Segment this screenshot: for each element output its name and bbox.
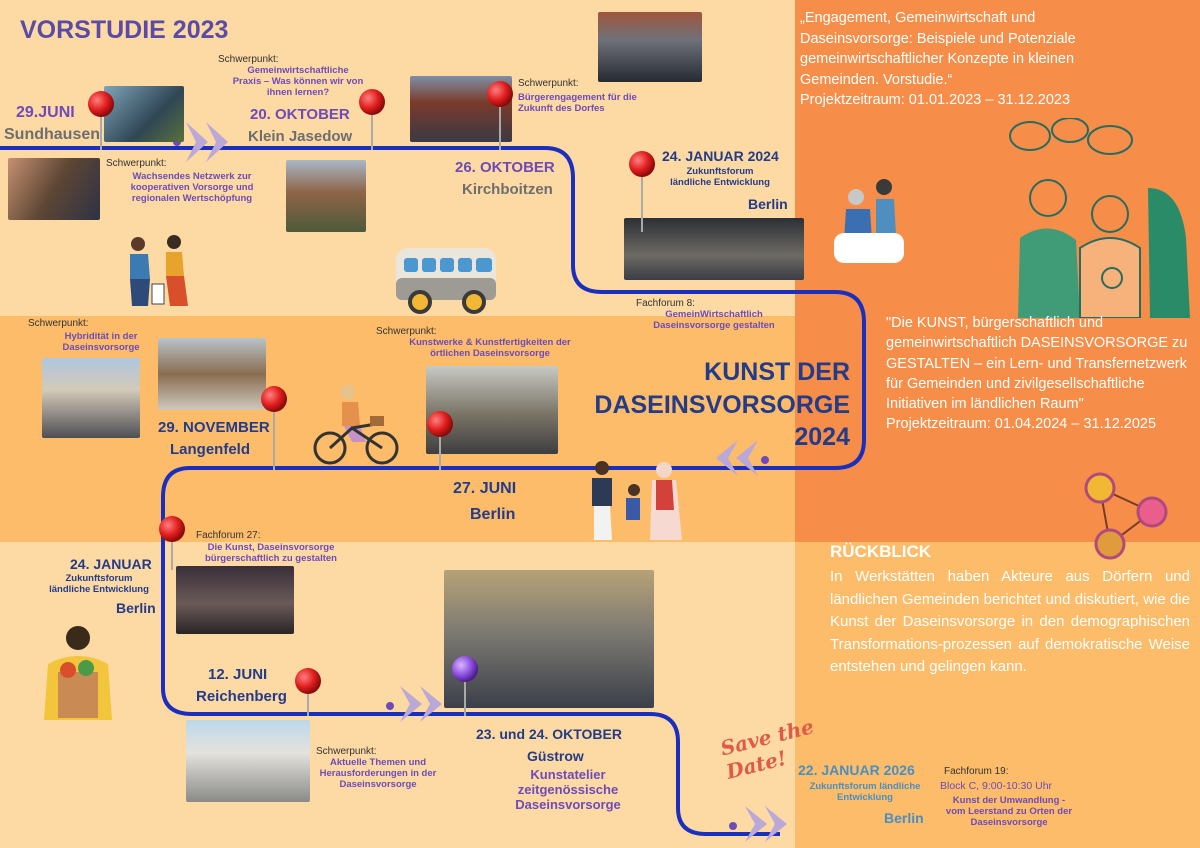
bg-bottom — [0, 542, 795, 848]
event-place: Sundhausen — [4, 126, 101, 143]
cleanup-people-icon — [130, 235, 188, 306]
event-date: 12. JUNI — [208, 666, 268, 683]
vegetable-person-icon — [44, 626, 112, 720]
event-date: 20. OKTOBER — [250, 106, 350, 123]
event-date: 24. JANUAR 2024 — [662, 148, 779, 164]
event-date: 23. und 24. OKTOBER — [476, 726, 622, 742]
event-place: Berlin — [884, 810, 924, 826]
schwerpunkt-topic: Hybridität in der Daseinsvorsorge — [62, 331, 140, 353]
photo-sundhausen-people — [8, 158, 100, 220]
photo-sundhausen — [104, 86, 184, 142]
schwerpunkt-label: Schwerpunkt: — [518, 78, 579, 89]
rueckblick-text: In Werkstätten haben Akteure aus Dörfern… — [830, 568, 1190, 675]
vorstudie-quote: „Engagement, Gemeinwirtschaft und Dasein… — [800, 10, 1076, 109]
caregiver-icon — [834, 179, 904, 263]
photo-langenfeld-house — [158, 338, 266, 410]
event-date: 22. JANUAR 2026 — [798, 762, 915, 778]
rueckblick-title: RÜCKBLICK — [830, 542, 932, 561]
event-topic: Kunstatelier zeitgenössische Daseinsvors… — [515, 767, 621, 812]
event-date: 24. JANUAR — [70, 556, 152, 572]
schwerpunkt-label: Schwerpunkt: — [106, 158, 167, 169]
schwerpunkt-topic: Wachsendes Netzwerk zur kooperativen Vor… — [130, 171, 254, 204]
schwerpunkt-label: Schwerpunkt: — [218, 54, 279, 65]
forum-label: Fachforum 27: — [196, 530, 261, 541]
bus-icon — [396, 248, 496, 314]
event-place: Berlin — [470, 506, 516, 523]
forum-time: Block C, 9:00-10:30 Uhr — [940, 780, 1053, 792]
forum-topic: Kunst der Umwandlung - vom Leerstand zu … — [945, 795, 1073, 828]
people-network-icon — [1084, 472, 1168, 560]
schwerpunkt-label: Schwerpunkt: — [28, 318, 89, 329]
photo-sparkasse — [598, 12, 702, 82]
schwerpunkt-label: Schwerpunkt: — [316, 746, 377, 757]
schwerpunkt-topic: Bürgerengagement für die Zukunft des Dor… — [518, 92, 637, 114]
event-place: Langenfeld — [170, 441, 251, 458]
bg-right-bottom — [795, 542, 1200, 848]
photo-klein-jasedow — [286, 160, 366, 232]
event-date: 29. NOVEMBER — [158, 419, 270, 436]
event-place: Berlin — [116, 600, 156, 616]
schwerpunkt-label: Schwerpunkt: — [376, 326, 437, 337]
event-place: Güstrow — [527, 748, 584, 764]
bicycle-icon — [313, 385, 399, 465]
event-place: Reichenberg — [196, 688, 287, 705]
schwerpunkt-topic: Aktuelle Themen und Herausforderungen in… — [319, 757, 437, 790]
photo-berlin-stage — [176, 566, 294, 634]
event-place: Berlin — [748, 196, 788, 212]
event-date: 26. OKTOBER — [455, 159, 555, 176]
kunst-title: KUNST DER DASEINSVORSORGE 2024 — [594, 358, 850, 451]
forum-label: Fachforum 8: — [636, 298, 695, 309]
page-title: VORSTUDIE 2023 — [20, 16, 229, 44]
forum-topic: GemeinWirtschaftlich Daseinsvorsorge ges… — [653, 309, 775, 331]
photo-reichenberg — [186, 720, 310, 802]
event-place: Kirchboitzen — [462, 181, 553, 198]
photo-guestrow — [444, 570, 654, 708]
event-date: 29.JUNI — [16, 104, 75, 121]
photo-kirchboitzen — [410, 76, 512, 142]
event-place: Klein Jasedow — [248, 128, 353, 145]
event-date: 27. JUNI — [453, 480, 517, 497]
event-subtitle: Zukunftsforum ländliche Entwicklung — [809, 781, 921, 803]
forum-topic: Die Kunst, Daseinsvorsorge bürgerschaftl… — [205, 542, 337, 564]
schwerpunkt-topic: Kunstwerke & Kunstfertigkeiten der örtli… — [409, 337, 571, 359]
event-subtitle: Zukunftsforum ländliche Entwicklung — [670, 166, 770, 188]
event-subtitle: Zukunftsforum ländliche Entwicklung — [49, 573, 149, 595]
photo-langenfeld-street — [42, 358, 140, 438]
photo-berlin-panel — [624, 218, 804, 280]
arrow-chevron-icon — [173, 122, 787, 842]
thinking-people-icon — [1009, 118, 1190, 318]
photo-berlin-meeting — [426, 366, 558, 454]
forum-label: Fachforum 19: — [944, 766, 1009, 777]
family-icon — [592, 461, 682, 540]
kunst-quote: "Die KUNST, bürgerschaftlich und gemeinw… — [886, 315, 1188, 433]
schwerpunkt-topic: Gemeinwirtschaftliche Praxis – Was könne… — [232, 65, 364, 98]
